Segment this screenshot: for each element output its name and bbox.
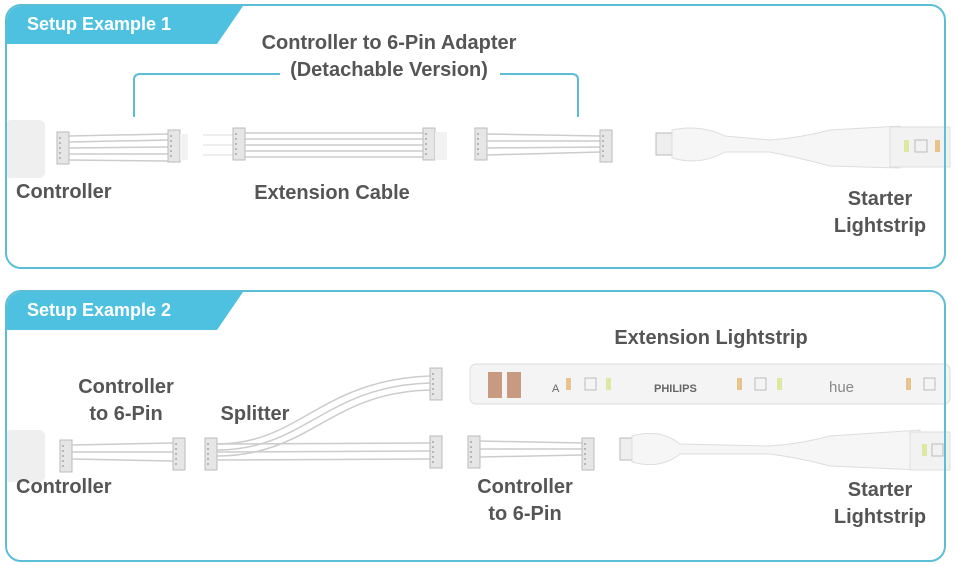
setup-example-1-tab: Setup Example 1 [7,6,243,44]
starter-label-line1: Starter [847,479,913,501]
adapter-label-line2: (Detachable Version) [290,59,488,81]
adapter-label-line1: Controller to 6-Pin Adapter [261,32,517,54]
adapter-right-label: Controller to 6-Pin [455,474,595,528]
adapter-label-1: Controller to 6-Pin Adapter (Detachable … [239,30,539,84]
strip-marking-a: A [552,383,560,395]
extension-cable-label: Extension Cable [254,182,410,204]
extension-lightstrip [469,363,951,405]
adapter-cable-1b [474,127,613,163]
setup-example-2-panel: Setup Example 2 [5,290,946,562]
splitter-label: Splitter [220,403,290,425]
strip-brand: PHILIPS [654,383,697,395]
adapter-left-line1: Controller [78,376,174,398]
controller-device-2 [5,430,45,482]
splitter [204,367,443,471]
setup-example-2-tab: Setup Example 2 [7,292,243,330]
adapter-right-line1: Controller [477,476,573,498]
starter-lightstrip-label-1: Starter Lightstrip [820,186,940,240]
setup-example-1-panel: Setup Example 1 [5,4,946,269]
adapter-left-line2: to 6-Pin [89,403,163,425]
setup-example-2-title: Setup Example 2 [27,300,172,320]
starter-label-line1: Starter [847,188,913,210]
starter-lightstrip-1 [655,125,951,169]
adapter-bracket [133,73,579,117]
adapter-cable-1 [56,129,188,165]
starter-label-line2: Lightstrip [833,506,927,528]
adapter-right-line2: to 6-Pin [488,503,562,525]
controller-device-1 [5,120,45,178]
controller-label-1: Controller [16,181,112,203]
adapter-cable-2-left [59,437,186,473]
adapter-left-label: Controller to 6-Pin [56,374,196,428]
starter-label-line2: Lightstrip [833,215,927,237]
setup-example-1-title: Setup Example 1 [27,14,172,34]
starter-lightstrip-2 [619,429,951,471]
starter-lightstrip-label-2: Starter Lightstrip [820,477,940,531]
extension-cable [203,127,447,161]
strip-product: hue [829,379,855,396]
controller-label-2: Controller [16,476,112,498]
adapter-cable-2-right [467,435,595,471]
extension-lightstrip-label: Extension Lightstrip [614,327,808,349]
